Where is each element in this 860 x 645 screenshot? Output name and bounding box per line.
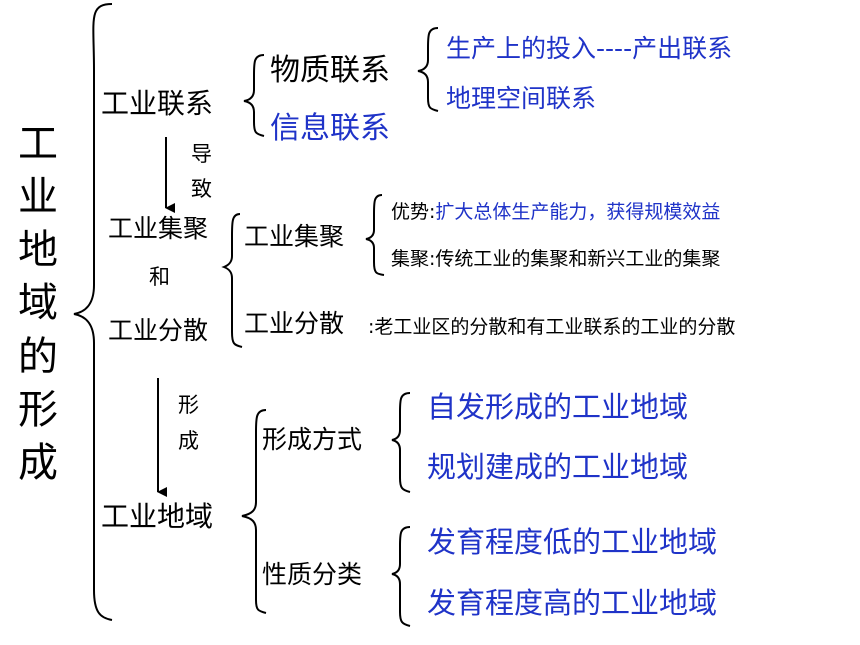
title-char: 域 (18, 280, 58, 326)
arrow-label-lead: 导 (191, 142, 212, 166)
info-links-label: 信息联系 (270, 111, 390, 146)
agg-disp-heading-line: 工业分散 (108, 316, 209, 345)
gather-prefix: 集聚: (391, 248, 436, 270)
advantage-prefix: 优势: (391, 201, 436, 223)
arrow-label-form: 成 (178, 429, 199, 453)
material-link-item: 生产上的投入----产出联系 (446, 34, 733, 63)
agg-disp-heading-line: 和 (149, 265, 170, 289)
nature-item: 发育程度高的工业地域 (427, 586, 718, 620)
material-links-label: 物质联系 (270, 53, 390, 88)
main-brace (73, 3, 113, 621)
title-char: 工 (18, 121, 58, 167)
nature-label: 性质分类 (262, 560, 363, 589)
brace-agg-disp (221, 213, 243, 348)
title-char: 成 (18, 440, 58, 486)
formation-item: 规划建成的工业地域 (427, 450, 689, 484)
agg-disp-heading-line: 工业集聚 (108, 214, 209, 243)
brace-region (241, 409, 267, 614)
dispersion-label: 工业分散 (244, 309, 345, 338)
arrow-label-form: 形 (178, 393, 199, 417)
brace-material (417, 27, 439, 112)
gather-line: 集聚:传统工业的集聚和新兴工业的集聚 (391, 250, 720, 269)
title-char: 业 (18, 174, 58, 220)
agglomeration-label: 工业集聚 (244, 222, 345, 251)
brace-industry-links (243, 54, 265, 137)
advantage-text: 扩大总体生产能力，获得规模效益 (435, 201, 721, 223)
formation-item: 自发形成的工业地域 (427, 390, 689, 424)
industry-links-heading: 工业联系 (101, 87, 214, 120)
nature-item: 发育程度低的工业地域 (427, 525, 718, 559)
brace-nature (391, 526, 411, 627)
title-char: 形 (18, 387, 58, 433)
advantage-line: 优势:扩大总体生产能力，获得规模效益 (391, 203, 720, 222)
gather-text: 传统工业的集聚和新兴工业的集聚 (435, 248, 721, 270)
arrow-label-lead: 致 (191, 177, 212, 201)
formation-label: 形成方式 (262, 425, 363, 454)
title-char: 的 (18, 334, 58, 380)
industrial-region-heading: 工业地域 (101, 500, 214, 533)
material-link-item: 地理空间联系 (446, 84, 597, 113)
title-char: 地 (18, 227, 58, 273)
brace-agglomeration (365, 194, 385, 276)
dispersion-text: :老工业区的分散和有工业联系的工业的分散 (368, 316, 736, 338)
brace-formation (391, 392, 411, 493)
